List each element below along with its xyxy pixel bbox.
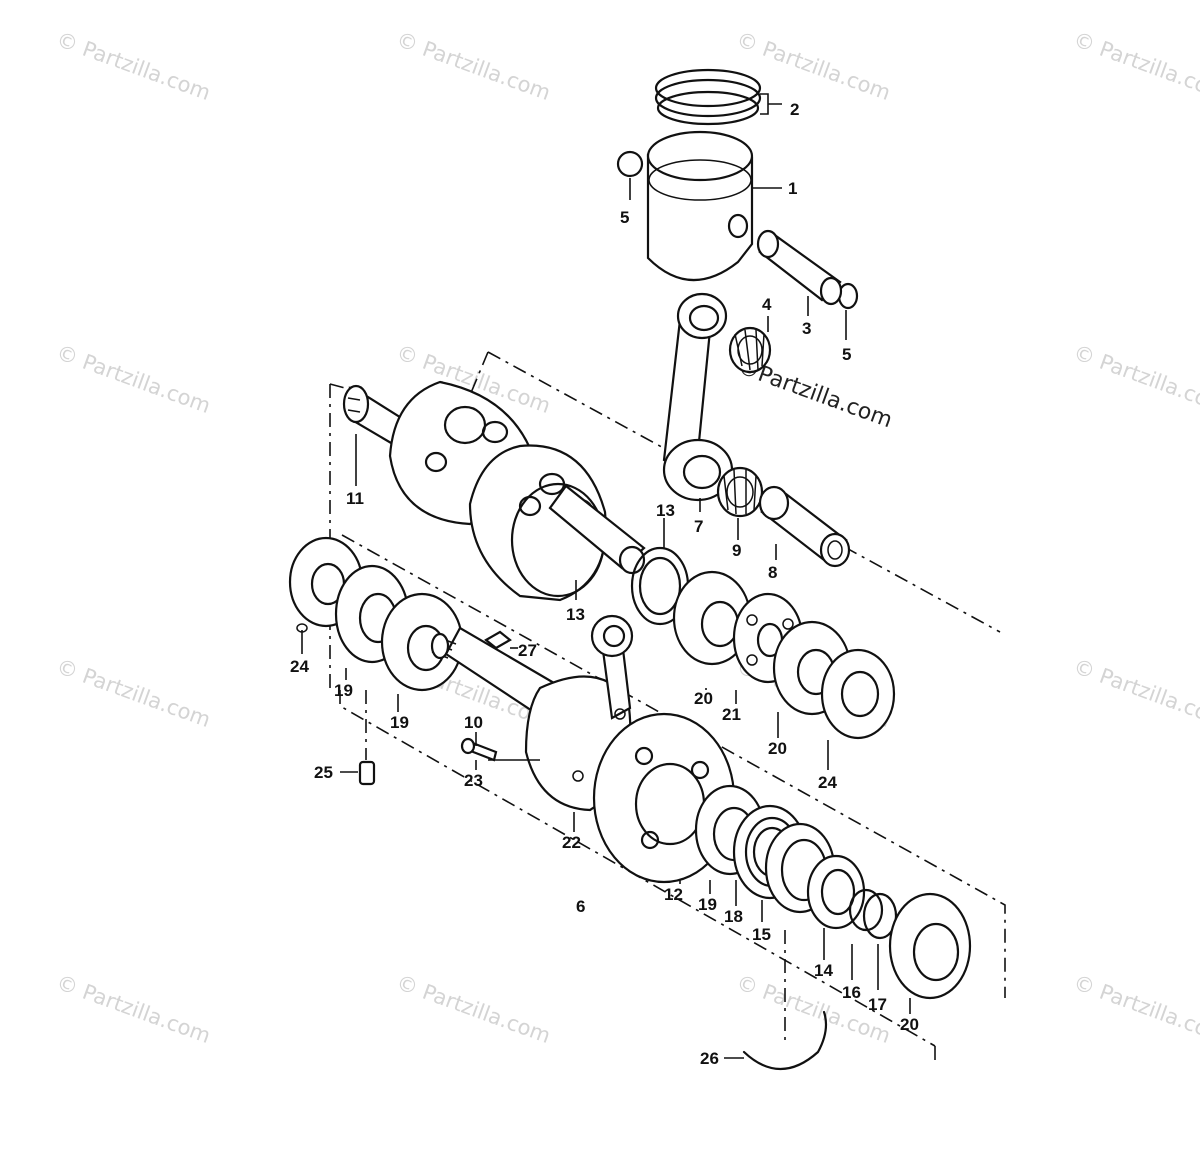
watermark: © Partzilla.com <box>393 27 553 105</box>
callout-9: 9 <box>732 541 741 560</box>
callout-24b: 24 <box>818 773 837 792</box>
bearing-stack-right <box>672 570 896 740</box>
callout-6: 6 <box>576 897 585 916</box>
connecting-rod <box>662 292 734 502</box>
outer-bearing <box>888 892 972 1000</box>
callout-11: 11 <box>346 489 364 508</box>
callout-7: 7 <box>694 517 703 536</box>
callout-5b: 5 <box>842 345 851 364</box>
watermark: © Partzilla.com <box>1070 27 1200 105</box>
callout-3: 3 <box>802 319 811 338</box>
callout-22: 22 <box>562 833 581 852</box>
watermark: © Partzilla.com <box>1070 654 1200 732</box>
woodruff-key <box>484 630 512 650</box>
crankshaft-flywheel <box>468 444 646 602</box>
callout-1: 1 <box>788 179 797 198</box>
callout-24: 24 <box>290 657 309 676</box>
callout-16: 15 <box>752 925 771 944</box>
callout-4: 4 <box>762 295 772 314</box>
seal-stack <box>694 784 898 940</box>
watermark: © Partzilla.com <box>53 654 213 732</box>
callout-20b: 20 <box>768 739 787 758</box>
watermark: © Partzilla.com <box>53 27 213 105</box>
callout-labels: 2 1 5 4 3 5 11 13 7 9 8 13 27 24 19 20 1… <box>290 100 919 1068</box>
callout-20a: 20 <box>694 689 713 708</box>
callout-15: 14 <box>814 961 833 980</box>
small-end-bearing <box>728 326 772 374</box>
watermark: © Partzilla.com <box>53 340 213 418</box>
callout-18: 18 <box>724 907 743 926</box>
piston-pin <box>756 229 843 306</box>
callout-25: 25 <box>314 763 333 782</box>
callout-21: 21 <box>722 705 741 724</box>
crank-pin <box>758 485 851 568</box>
watermark: © Partzilla.com <box>393 970 553 1048</box>
callout-17b: 17 <box>868 995 887 1014</box>
callout-19b: 19 <box>390 713 409 732</box>
callout-17a: 16 <box>842 983 861 1002</box>
crank-pin-bolt <box>460 737 498 762</box>
assembly-frames <box>329 351 1006 1064</box>
callout-19c: 19 <box>698 895 717 914</box>
callout-2: 2 <box>790 100 799 119</box>
callout-10: 10 <box>464 713 483 732</box>
watermark: © Partzilla.com <box>1070 970 1200 1048</box>
circlip-left <box>616 150 644 178</box>
callout-13: 13 <box>566 605 585 624</box>
watermark: © Partzilla.com <box>53 970 213 1048</box>
callout-27: 27 <box>518 641 537 660</box>
piston <box>646 130 754 282</box>
bearing-stack-left <box>288 536 464 692</box>
callout-19a: 19 <box>334 681 353 700</box>
callout-8: 8 <box>768 563 777 582</box>
callout-12: 12 <box>664 885 683 904</box>
piston-rings <box>654 68 762 126</box>
callout-23: 23 <box>464 771 483 790</box>
leader-lines <box>301 93 911 1059</box>
watermark: © Partzilla.com <box>1070 340 1200 418</box>
callout-20c: 20 <box>900 1015 919 1034</box>
dowel-pin <box>358 760 376 786</box>
callout-14: 13 <box>656 501 675 520</box>
callout-26: 26 <box>700 1049 719 1068</box>
callout-5: 5 <box>620 208 629 227</box>
big-end-bearing <box>716 466 764 518</box>
snap-ring <box>742 1010 828 1071</box>
